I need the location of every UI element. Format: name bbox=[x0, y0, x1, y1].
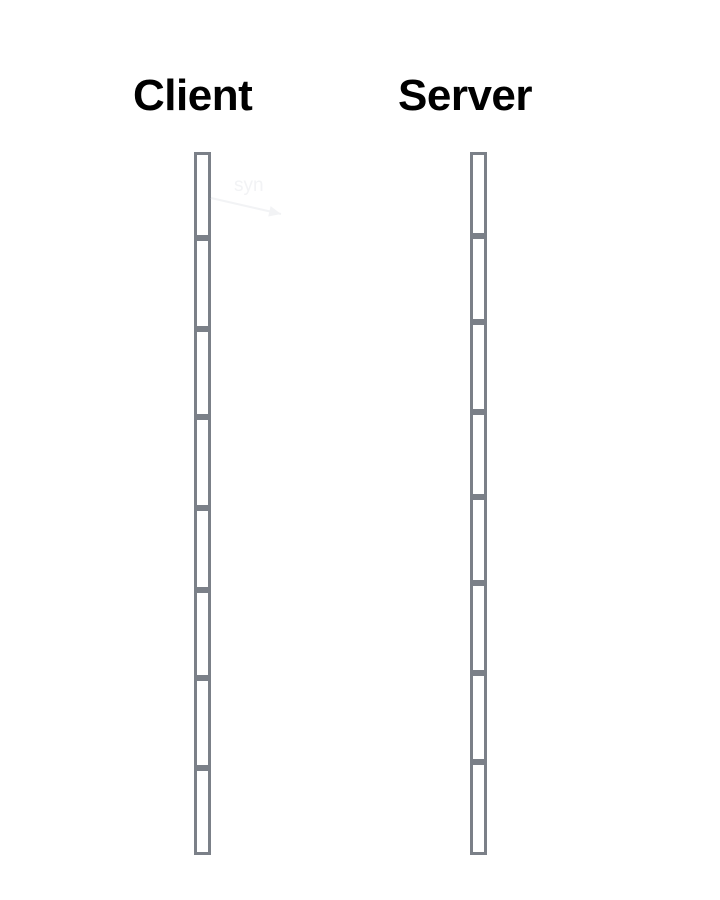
activation-segment bbox=[470, 412, 487, 497]
participant-label-client: Client bbox=[133, 71, 253, 120]
activation-segment bbox=[194, 508, 211, 590]
activation-segment bbox=[194, 417, 211, 508]
activation-segment bbox=[470, 152, 487, 236]
activation-segment bbox=[470, 322, 487, 412]
message-arrow-group bbox=[210, 197, 282, 217]
activation-segment bbox=[470, 236, 487, 322]
activation-segment bbox=[470, 762, 487, 855]
activation-segment bbox=[470, 583, 487, 673]
message-arrow-line bbox=[210, 197, 282, 215]
lifeline-client bbox=[194, 152, 211, 855]
activation-segment bbox=[194, 329, 211, 417]
activation-segment bbox=[194, 768, 211, 855]
activation-segment bbox=[194, 590, 211, 678]
activation-segment bbox=[194, 678, 211, 768]
activation-segment bbox=[194, 238, 211, 329]
activation-segment bbox=[470, 497, 487, 583]
lifeline-server bbox=[470, 152, 487, 855]
activation-segment bbox=[194, 152, 211, 238]
participant-label-server: Server bbox=[398, 71, 533, 120]
activation-segment bbox=[470, 673, 487, 762]
message-label-syn: syn bbox=[234, 175, 264, 196]
message-arrowhead bbox=[268, 206, 281, 217]
